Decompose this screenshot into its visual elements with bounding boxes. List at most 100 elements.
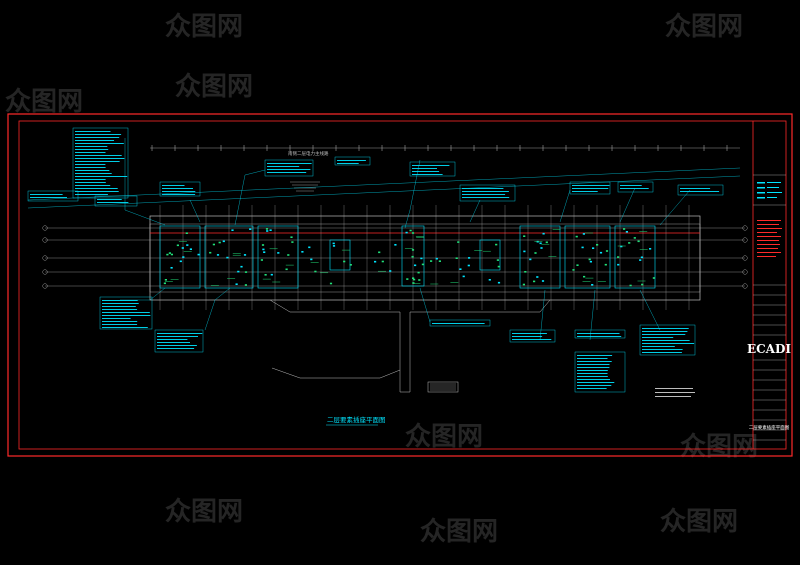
schedule-row [157, 342, 190, 343]
socket-symbol [170, 267, 173, 269]
socket-symbol [212, 243, 215, 246]
schedule-row [75, 185, 111, 186]
schedule-row [620, 185, 642, 186]
schedule-row [75, 194, 108, 195]
socket-symbol [349, 264, 352, 266]
schedule-row [642, 328, 689, 329]
schedule-row [462, 194, 506, 195]
schedule-row [642, 343, 695, 344]
schedule-row [102, 324, 138, 325]
watermark-layer: 众图网 众图网 众图网 众图网 众图网 众图网 众图网 众图网 众图网 [5, 12, 758, 547]
socket-symbol [591, 284, 594, 286]
schedule-row [75, 188, 118, 189]
schedule-table [639, 324, 696, 356]
watermark-text: 众图网 [420, 517, 498, 547]
schedule-row [512, 333, 547, 334]
socket-symbol [378, 251, 381, 254]
socket-symbol [235, 283, 238, 285]
schedule-row [267, 166, 300, 167]
socket-symbol [605, 250, 609, 252]
leader-lines [27, 138, 741, 341]
schedule-row [462, 191, 509, 192]
socket-symbol [457, 241, 460, 243]
socket-symbol [576, 264, 579, 266]
socket-symbol [285, 268, 288, 271]
schedule-row [512, 339, 552, 340]
schedule-row [642, 340, 690, 341]
socket-symbol [244, 284, 247, 286]
socket-symbol [168, 252, 171, 254]
schedule-row [577, 379, 610, 380]
axis-bubble [42, 283, 48, 289]
schedule-row [75, 155, 122, 156]
axis-bubble [742, 237, 748, 243]
schedule-row [412, 165, 450, 166]
socket-symbol [604, 263, 607, 266]
socket-symbol [343, 260, 346, 263]
axis-bubble [742, 269, 748, 275]
titleblock-rows [753, 174, 786, 441]
socket-symbol [533, 280, 536, 283]
schedule-row [75, 176, 128, 177]
schedule-row [577, 358, 608, 359]
socket-symbol [596, 244, 599, 246]
socket-symbol [541, 280, 545, 282]
socket-symbol [495, 243, 498, 246]
schedule-row [512, 336, 543, 337]
schedule-row [75, 164, 106, 165]
schedule-table [99, 296, 153, 330]
schedule-row [642, 349, 683, 350]
schedule-row [75, 167, 106, 168]
schedule-row [267, 163, 312, 164]
south-annex [269, 299, 551, 393]
socket-symbol [599, 251, 603, 254]
axis-bubble [742, 225, 748, 231]
socket-symbol [308, 246, 311, 249]
schedule-row [102, 321, 138, 322]
watermark-text: 众图网 [175, 72, 253, 102]
schedule-table [574, 329, 626, 339]
schedule-row [577, 364, 610, 365]
column-grid [159, 205, 690, 310]
schedule-row [30, 197, 67, 198]
schedule-row [337, 160, 366, 161]
socket-symbol [226, 256, 229, 259]
socket-symbol [633, 237, 636, 239]
schedule-row [620, 188, 649, 189]
schedule-row [102, 327, 148, 328]
schedule-row [75, 173, 112, 174]
socket-symbol [545, 241, 548, 244]
socket-symbol [623, 228, 626, 230]
socket-symbol [189, 248, 192, 250]
socket-symbol [301, 251, 304, 253]
schedule-row [267, 169, 311, 170]
socket-symbol [497, 281, 501, 284]
schedule-table [569, 181, 611, 195]
schedule-row [267, 172, 307, 173]
schedule-row [680, 191, 720, 192]
schedule-table [459, 184, 516, 202]
schedule-table [72, 127, 129, 199]
socket-symbol [413, 278, 416, 281]
schedule-row [30, 194, 63, 195]
socket-symbol [164, 279, 167, 281]
titleblock-drawing-name: 二层要素插座平面图 [749, 424, 790, 431]
socket-symbol [374, 260, 377, 263]
socket-symbol [628, 242, 631, 244]
schedule-row [75, 182, 106, 183]
socket-symbol [389, 270, 392, 272]
schedule-row [337, 163, 359, 164]
socket-symbol [240, 265, 243, 268]
axis-bubbles [42, 225, 748, 289]
socket-symbol [166, 253, 169, 256]
socket-symbol [462, 275, 465, 278]
schedule-table [154, 329, 204, 353]
socket-symbol [649, 248, 652, 250]
axis-bubble [42, 255, 48, 261]
socket-symbol [467, 264, 470, 267]
schedule-row [162, 185, 185, 186]
socket-symbol [497, 265, 500, 268]
watermark-text: 众图网 [165, 497, 243, 527]
floor-plan: 南侧二层电力主线路 二层要素插座平面图 [27, 127, 748, 426]
axis-bubble [42, 237, 48, 243]
